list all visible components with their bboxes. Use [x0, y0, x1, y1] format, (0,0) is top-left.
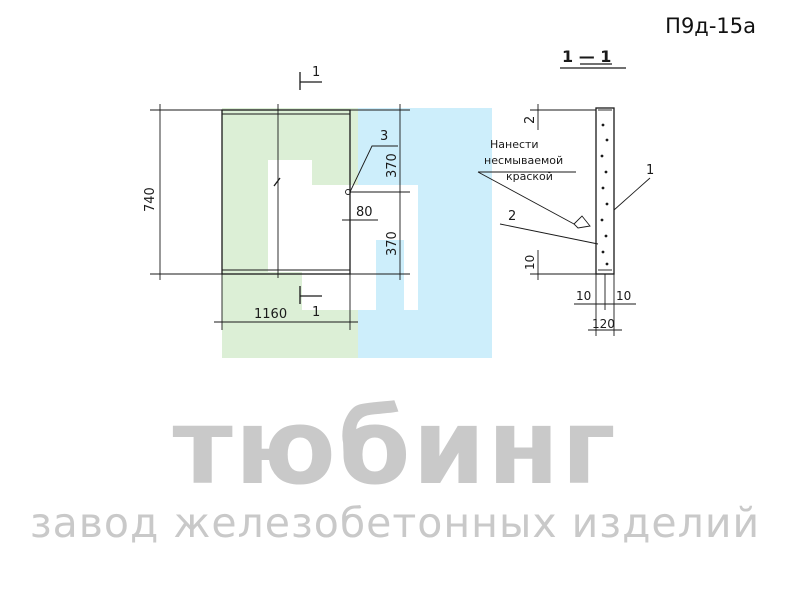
note-line-1: Нанести	[490, 138, 539, 151]
callout-2-label: 2	[508, 209, 516, 224]
sheet-code: П9д-15а	[665, 14, 756, 38]
logo-color-blocks	[222, 108, 492, 358]
bottom-dim-label: 10	[523, 255, 537, 270]
brand-name: тюбинг	[172, 386, 618, 508]
callout-1-label: 1	[646, 163, 654, 178]
section-label: 1 — 1	[562, 47, 611, 66]
total-thickness-label: 120	[592, 317, 615, 331]
cut-mark-bottom-label: 1	[312, 305, 320, 320]
note-line-3: краской	[506, 170, 553, 183]
right-thickness-label: 10	[616, 289, 631, 303]
height-dim-label: 740	[143, 187, 158, 212]
left-thickness-label: 10	[576, 289, 591, 303]
callout-3-label: 3	[380, 129, 388, 144]
cut-mark-top-label: 1	[312, 65, 320, 80]
top-dim-label: 2	[523, 116, 538, 124]
front-view	[150, 72, 410, 330]
note-line-2: несмываемой	[484, 154, 563, 167]
upper-half-dim-label: 370	[385, 153, 400, 178]
section-view	[477, 63, 651, 336]
width-dim-label: 1160	[254, 307, 287, 322]
lower-half-dim-label: 370	[385, 231, 400, 256]
offset-dim-label: 80	[356, 205, 373, 220]
brand-tagline: завод железобетонных изделий	[29, 499, 761, 547]
